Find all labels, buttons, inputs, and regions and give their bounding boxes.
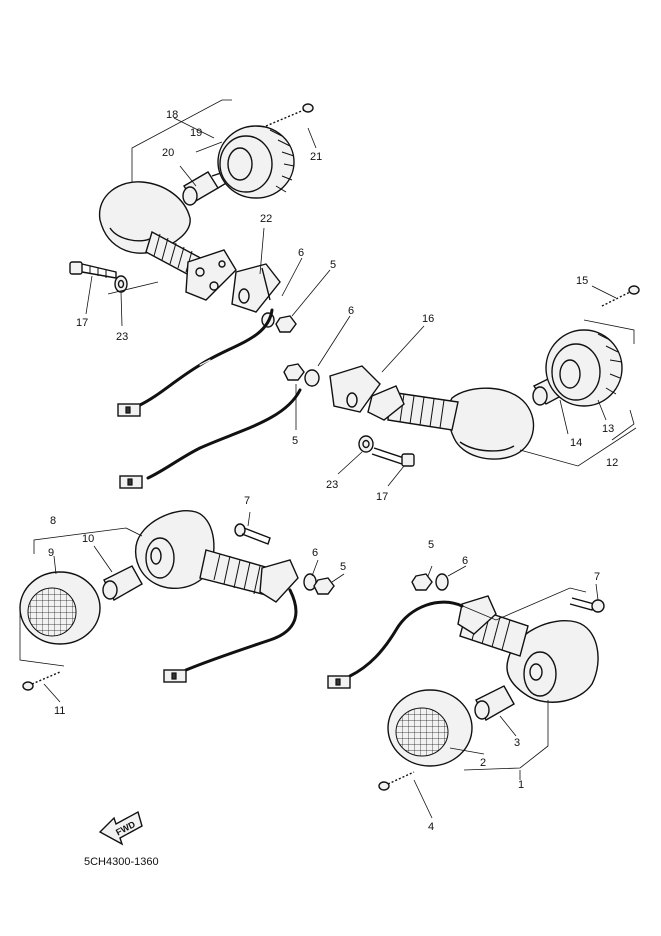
nut-5-lower-right-icon	[411, 573, 433, 591]
callout-19: 19	[190, 127, 202, 139]
callout-23-upper: 23	[116, 331, 128, 343]
callout-5-lower-right: 5	[428, 539, 434, 551]
callout-11: 11	[54, 705, 65, 717]
washer-6-right-icon	[304, 369, 320, 387]
callout-17-upper: 17	[76, 317, 88, 329]
callout-3: 3	[514, 737, 520, 749]
lens-2-icon	[387, 689, 473, 767]
nut-5-upper-icon	[275, 315, 297, 333]
nut-5-lower-left-icon	[313, 577, 335, 595]
upper-right-turn-signal-assembly	[283, 285, 640, 467]
bulb-10-icon	[102, 565, 143, 601]
callout-12: 12	[606, 457, 618, 469]
callout-5-upper: 5	[330, 259, 336, 271]
screw-11-icon	[22, 671, 61, 691]
callout-18: 18	[166, 109, 178, 121]
fwd-arrow-icon: FWD	[98, 810, 143, 846]
lens-13-icon	[545, 329, 623, 407]
leader-lines	[19, 99, 637, 819]
callout-21: 21	[310, 151, 322, 163]
callout-7-right: 7	[594, 571, 600, 583]
bulb-20-icon	[182, 171, 229, 206]
screw-15-icon	[601, 291, 631, 307]
callout-1: 1	[518, 779, 524, 791]
bolt-17-right-icon	[371, 447, 415, 467]
callout-6-lower-left: 6	[312, 547, 318, 559]
callout-13: 13	[602, 423, 614, 435]
bracket-22-icon	[231, 263, 281, 313]
callout-9: 9	[48, 547, 54, 559]
callout-7-left: 7	[244, 495, 250, 507]
callout-6-upper: 6	[298, 247, 304, 259]
screw-21-icon	[265, 103, 314, 127]
callout-14: 14	[570, 437, 582, 449]
nut-5-right-icon	[283, 363, 305, 381]
callout-4: 4	[428, 821, 434, 833]
callout-23-right: 23	[326, 479, 338, 491]
screw-7-right-icon	[569, 597, 605, 613]
callout-20: 20	[162, 147, 174, 159]
callout-8: 8	[50, 515, 56, 527]
document-code: 5CH4300-1360	[84, 856, 159, 868]
upper-left-turn-signal-assembly	[69, 103, 314, 489]
bracket-16-icon	[329, 365, 381, 413]
callout-16: 16	[422, 313, 434, 325]
callout-6-right: 6	[348, 305, 354, 317]
callout-labels: 18 19 20 21 22 6 5 17 23 6 16 15 5 14 13…	[48, 109, 618, 833]
bolt-17-upper-icon	[69, 261, 117, 279]
lower-left-turn-signal-assembly	[19, 510, 335, 691]
callout-6-lower-right: 6	[462, 555, 468, 567]
lens-19-icon	[217, 125, 295, 199]
bulb-3-icon	[474, 685, 515, 721]
callout-15: 15	[576, 275, 588, 287]
callout-22: 22	[260, 213, 272, 225]
washer-23-right-icon	[358, 435, 374, 453]
washer-6-lower-right-icon	[435, 573, 449, 591]
screw-4-icon	[378, 771, 415, 791]
callout-2: 2	[480, 757, 486, 769]
callout-5-lower-left: 5	[340, 561, 346, 573]
callout-10: 10	[82, 533, 94, 545]
lower-right-turn-signal-assembly	[327, 573, 605, 791]
screw-7-left-icon	[234, 523, 271, 545]
callout-5-right: 5	[292, 435, 298, 447]
lens-9-icon	[19, 571, 101, 645]
callout-17-right: 17	[376, 491, 388, 503]
